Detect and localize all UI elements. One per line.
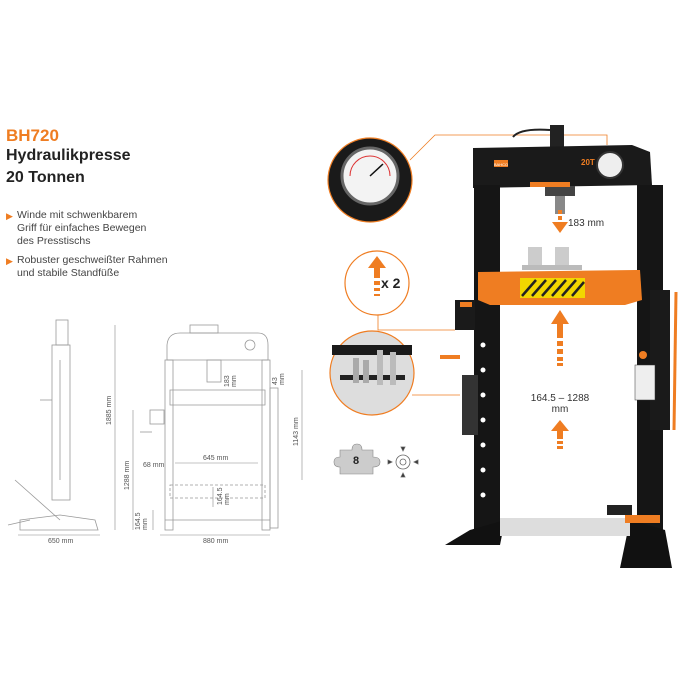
- product-name: Hydraulikpresse: [6, 147, 131, 164]
- stroke-label: 183 mm: [568, 218, 605, 229]
- multiplier-label: x 2: [381, 275, 401, 291]
- pump: [634, 290, 678, 431]
- press-bed: [478, 247, 642, 305]
- range-unit: mm: [551, 404, 569, 415]
- bullet-arrow-icon: ▶: [6, 256, 13, 266]
- feature-line: Winde mit schwenkbarem: [17, 209, 138, 221]
- winch: [440, 300, 478, 435]
- callout-lines: [377, 134, 608, 396]
- range-arrow-icon: [551, 310, 569, 449]
- capacity-badge: 20T: [581, 158, 595, 167]
- range-label: 164.5 – 1288 mm: [528, 393, 592, 415]
- front-view-drawing: [140, 324, 279, 531]
- puzzle-icon: [333, 443, 381, 475]
- product-capacity: 20 Tonnen: [6, 169, 85, 186]
- dim-offset: 68 mm: [143, 462, 165, 469]
- feature-line: Robuster geschweißter Rahmen: [17, 254, 168, 266]
- feature-line: des Presstischs: [17, 235, 91, 247]
- frame-holes: [480, 327, 634, 498]
- brand-plate-text: BAHCO: [494, 162, 508, 167]
- pressure-gauge: [596, 151, 624, 179]
- tool-count: 8: [353, 455, 360, 467]
- stroke-arrow-icon: [552, 210, 568, 233]
- feature-item: ▶ Robuster geschweißter Rahmen und stabi…: [6, 254, 168, 280]
- target-icon: [387, 446, 419, 478]
- feature-item: ▶ Winde mit schwenkbarem Griff für einfa…: [6, 209, 146, 248]
- feature-line: Griff für einfaches Bewegen: [17, 222, 147, 234]
- brand-plate: [494, 160, 508, 167]
- bullet-arrow-icon: ▶: [6, 211, 13, 221]
- dimension-lines: [18, 325, 303, 536]
- gauge-detail-circle: [327, 137, 413, 223]
- press-feet: [445, 505, 672, 568]
- dim-depth: 650 mm: [48, 538, 74, 545]
- feature-line: und stabile Standfüße: [17, 267, 120, 279]
- side-view-drawing: [7, 319, 99, 531]
- dim-width: 880 mm: [203, 538, 229, 545]
- range-line: 164.5 – 1288: [530, 393, 590, 404]
- tools-detail-circle: [329, 330, 415, 416]
- model-number: BH720: [6, 126, 59, 145]
- dim-inner-width: 645 mm: [203, 455, 229, 462]
- press-frame: BAHCO 20T: [473, 125, 663, 545]
- multiplier-detail-circle: [344, 250, 410, 316]
